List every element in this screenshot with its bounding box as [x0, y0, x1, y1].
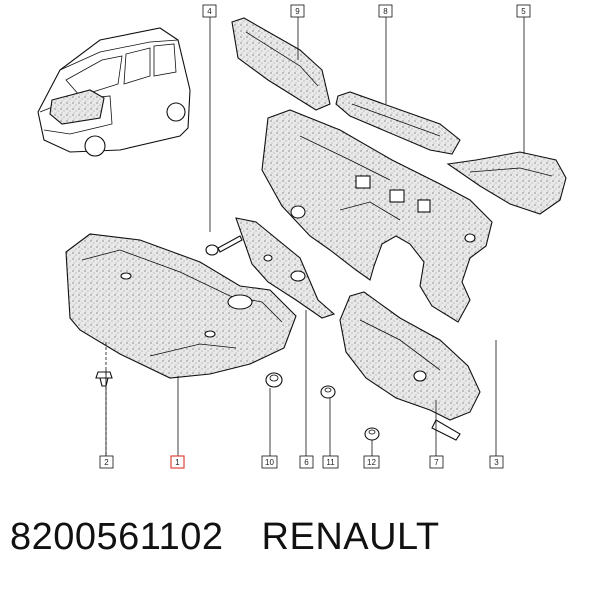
- part-12-clip: [364, 427, 380, 441]
- part-9-upper-panel: [231, 17, 331, 111]
- callout-5: 5: [516, 4, 531, 18]
- part-caption: 8200561102 RENAULT: [10, 516, 440, 559]
- part-8-insulation-strip: [335, 91, 461, 155]
- callout-2: 2: [99, 455, 114, 469]
- callout-3-label: 3: [494, 458, 499, 467]
- callout-6: 6: [299, 455, 314, 469]
- callout-5-label: 5: [521, 7, 526, 16]
- callout-4: 4: [202, 4, 217, 18]
- part-10-grommet: [265, 372, 283, 388]
- leader-lines: [105, 17, 525, 456]
- part-3-bulkhead-panel: [261, 109, 493, 323]
- part-5-side-wedge: [446, 151, 567, 215]
- callout-1: 1: [170, 455, 185, 469]
- callout-7-label: 7: [434, 458, 439, 467]
- part-1-engine-undershield: [65, 233, 297, 379]
- callout-3: 3: [489, 455, 504, 469]
- callout-11: 11: [322, 455, 339, 469]
- part-7-lower-pad: [339, 291, 481, 441]
- brand-name: RENAULT: [261, 516, 440, 558]
- vehicle-illustration: [37, 27, 191, 157]
- callout-10-label: 10: [265, 458, 274, 467]
- callout-12-label: 12: [367, 458, 376, 467]
- callout-12: 12: [363, 455, 380, 469]
- part-6-bracket-pad: [235, 217, 336, 319]
- callout-11-label: 11: [326, 458, 335, 467]
- part-number: 8200561102: [10, 516, 224, 558]
- callout-2-label: 2: [104, 458, 109, 467]
- callout-10: 10: [261, 455, 278, 469]
- callout-7: 7: [429, 455, 444, 469]
- callout-8-label: 8: [383, 7, 388, 16]
- part-2-clip: [95, 371, 113, 387]
- callout-1-label: 1: [175, 458, 180, 467]
- part-4-screw: [205, 235, 243, 256]
- callout-9-label: 9: [295, 7, 300, 16]
- callout-8: 8: [378, 4, 393, 18]
- part-11-clip: [320, 385, 336, 399]
- callout-9: 9: [290, 4, 305, 18]
- callout-4-label: 4: [207, 7, 212, 16]
- callout-6-label: 6: [304, 458, 309, 467]
